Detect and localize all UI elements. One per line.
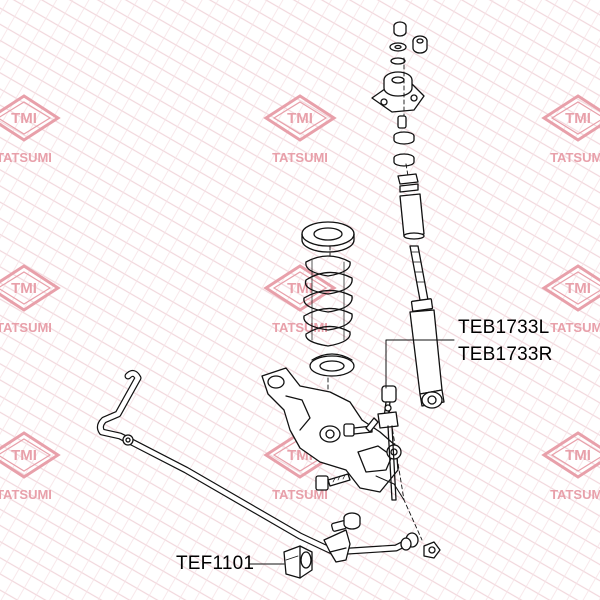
watermark-logo-text: TMI <box>11 447 37 464</box>
watermark-logo: TMI TATSUMI <box>542 94 600 165</box>
watermark-logo-text: TMI <box>565 110 591 127</box>
watermark-brand-text: TATSUMI <box>272 487 328 502</box>
watermark-brand-text: TATSUMI <box>0 487 52 502</box>
top-nut-stack <box>389 21 428 65</box>
watermark-brand-text: TATSUMI <box>550 487 600 502</box>
line-art <box>96 21 455 579</box>
watermark-brand-text: TATSUMI <box>272 320 328 335</box>
strut-bushings <box>393 115 415 167</box>
watermark-logo: TMI TATSUMI <box>0 264 60 335</box>
knuckle-bolts <box>315 423 373 491</box>
watermark-brand-text: TATSUMI <box>0 320 52 335</box>
watermark-logo-text: TMI <box>11 280 37 297</box>
watermark-logo: TMI TATSUMI <box>0 431 60 502</box>
upper-spring-seat <box>301 221 355 253</box>
stabilizer-bushing-part <box>283 545 313 579</box>
watermark-logo-text: TMI <box>11 110 37 127</box>
watermark-brand-text: TATSUMI <box>0 150 52 165</box>
dust-boot <box>397 173 425 240</box>
bushing-bracket <box>323 512 361 563</box>
shock-rod <box>409 245 434 312</box>
coil-spring <box>303 255 353 347</box>
stabilizer-bar <box>96 369 419 556</box>
shock-absorber-body <box>409 309 445 409</box>
watermark-logo: TMI TATSUMI <box>0 94 60 165</box>
watermark-logo-text: TMI <box>565 280 591 297</box>
leader-lines <box>249 339 455 565</box>
stabilizer-link <box>365 385 399 501</box>
part-label-teb1733l: TEB1733L <box>458 317 550 338</box>
watermark-logo-text: TMI <box>287 110 313 127</box>
watermark-brand-text: TATSUMI <box>550 150 600 165</box>
part-label-teb1733r: TEB1733R <box>458 344 553 365</box>
rear-knuckle <box>261 367 405 501</box>
watermark-brand-text: TATSUMI <box>550 320 600 335</box>
watermark-logo-text: TMI <box>287 280 313 297</box>
strut-upper-mount <box>371 71 425 113</box>
watermark-logo: TMI TATSUMI <box>542 264 600 335</box>
watermark-logo: TMI TATSUMI <box>264 94 336 165</box>
watermark-brand-text: TATSUMI <box>272 150 328 165</box>
part-label-tef1101: TEF1101 <box>176 553 255 574</box>
end-nut <box>423 541 441 559</box>
lower-spring-seat <box>309 353 355 377</box>
watermark-logo: TMI TATSUMI <box>264 264 336 335</box>
watermark-logo: TMI TATSUMI <box>542 431 600 502</box>
tatsumi-watermarks: TMI TATSUMI TMI TATSUMI TMI TATSUMI TMI TATSUMI… <box>0 94 600 502</box>
watermark-logo-text: TMI <box>565 447 591 464</box>
